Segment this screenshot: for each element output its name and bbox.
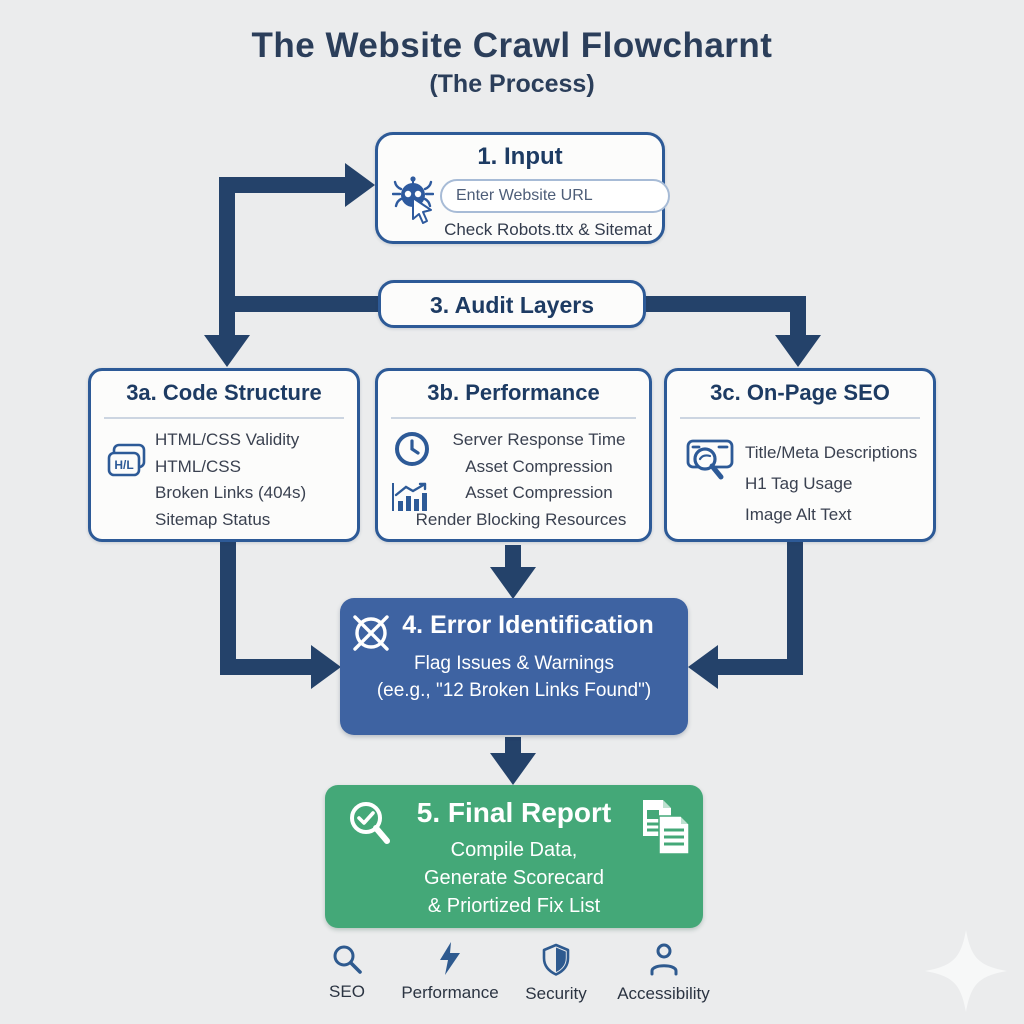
list-item: Asset Compression (465, 483, 613, 502)
arrow-3a-down-line (220, 542, 236, 675)
list-item: Sitemap Status (155, 509, 271, 529)
bar-chart-icon (391, 481, 429, 518)
clock-icon (392, 429, 432, 474)
legend-security-label: Security (525, 984, 587, 1003)
input-box-heading: 1. Input (477, 143, 563, 170)
onpage-seo-box: 3c. On-Page SEO Title/Meta Descriptions … (664, 368, 936, 542)
error-identification-box: 4. Error Identification Flag Issues & Wa… (340, 598, 688, 735)
report-box-line2: Generate Scorecard (423, 867, 605, 889)
arrow-audit-right-line (645, 296, 806, 312)
svg-text:H/L: H/L (114, 458, 133, 472)
legend-accessibility: Accessibility (611, 943, 716, 1004)
divider (680, 417, 920, 419)
list-item: Server Response Time (452, 430, 626, 449)
arrow-audit-left-line (219, 296, 379, 312)
performance-box: 3b. Performance Server Response Time Ass… (375, 368, 652, 542)
audit-layers-box: 3. Audit Layers (378, 280, 646, 328)
list-item: Render Blocking Resources (415, 509, 627, 529)
error-box-heading: 4. Error Identification (402, 611, 654, 639)
report-box-line1: Compile Data, (450, 839, 578, 861)
performance-heading: 3b. Performance (427, 380, 600, 405)
bolt-icon (438, 942, 462, 979)
arrow-3c-into-4-head (688, 645, 718, 689)
legend-performance-label: Performance (401, 983, 499, 1002)
audit-layers-heading: 3. Audit Layers (429, 292, 595, 318)
arrow-to-input-head (345, 163, 375, 207)
website-url-input[interactable] (440, 179, 670, 213)
arrow-into-3c-head (775, 335, 821, 367)
performance-list: Server Response Time Asset Compression A… (416, 427, 650, 533)
onpage-seo-list: Title/Meta Descriptions H1 Tag Usage Ima… (745, 437, 917, 530)
input-box: 1. Input Check Robots.ttx & Sitemat (375, 132, 670, 244)
list-item: HTML/CSS (155, 456, 241, 476)
list-item: Asset Compression (465, 456, 613, 476)
arrow-left-vertical (219, 177, 235, 337)
arrow-3c-elbow-line (716, 659, 803, 675)
code-structure-heading: 3a. Code Structure (126, 380, 322, 405)
arrow-4-to-5-line (505, 737, 521, 757)
error-box-line1: Flag Issues & Warnings (414, 653, 614, 674)
error-box-line2: (ee.g., "12 Broken Links Found") (376, 680, 652, 701)
onpage-seo-heading: 3c. On-Page SEO (710, 380, 890, 405)
input-box-note: Check Robots.ttx & Sitemat (444, 220, 652, 239)
arrow-3a-elbow-line (220, 659, 312, 675)
arrow-3c-down-line (787, 542, 803, 675)
code-structure-box: 3a. Code Structure H/L HTML/CSS Validity… (88, 368, 360, 542)
final-report-box: 5. Final Report Compile Data, Generate S… (325, 785, 703, 928)
legend-accessibility-label: Accessibility (617, 984, 710, 1003)
code-icon: H/L (106, 443, 148, 484)
report-box-heading: 5. Final Report (416, 797, 612, 828)
legend-performance: Performance (395, 942, 505, 1003)
arrow-3b-down-line (505, 545, 521, 570)
legend-seo-label: SEO (329, 982, 365, 1001)
list-item: HTML/CSS Validity (155, 430, 300, 449)
legend-security: Security (516, 943, 596, 1004)
arrow-to-input-line (219, 177, 346, 193)
report-box-line3: & Priortized Fix List (427, 895, 601, 917)
page-subtitle: (The Process) (429, 70, 595, 98)
arrow-into-3a-head (204, 335, 250, 367)
legend-seo: SEO (307, 944, 387, 1002)
person-icon (648, 943, 680, 980)
list-item: H1 Tag Usage (745, 474, 853, 493)
code-structure-list: HTML/CSS Validity HTML/CSS Broken Links … (155, 427, 306, 533)
divider (104, 417, 344, 419)
documents-icon (639, 798, 693, 861)
search-page-icon (685, 437, 735, 490)
arrow-right-vertical (790, 296, 806, 337)
divider (391, 417, 636, 419)
arrow-3b-down-head (490, 567, 536, 599)
shield-icon (541, 943, 571, 980)
arrow-3a-into-4-head (311, 645, 341, 689)
arrow-4-to-5-head (490, 753, 536, 785)
page-title: The Website Crawl Flowcharnt (251, 26, 773, 65)
sparkle-icon (923, 928, 1009, 1019)
list-item: Broken Links (404s) (155, 483, 307, 502)
cursor-icon (411, 197, 437, 230)
magnifier-check-icon (345, 799, 395, 856)
magnifier-icon (332, 945, 362, 978)
list-item: Title/Meta Descriptions (745, 443, 918, 462)
list-item: Image Alt Text (745, 505, 852, 524)
error-circle-x-icon (348, 610, 394, 661)
